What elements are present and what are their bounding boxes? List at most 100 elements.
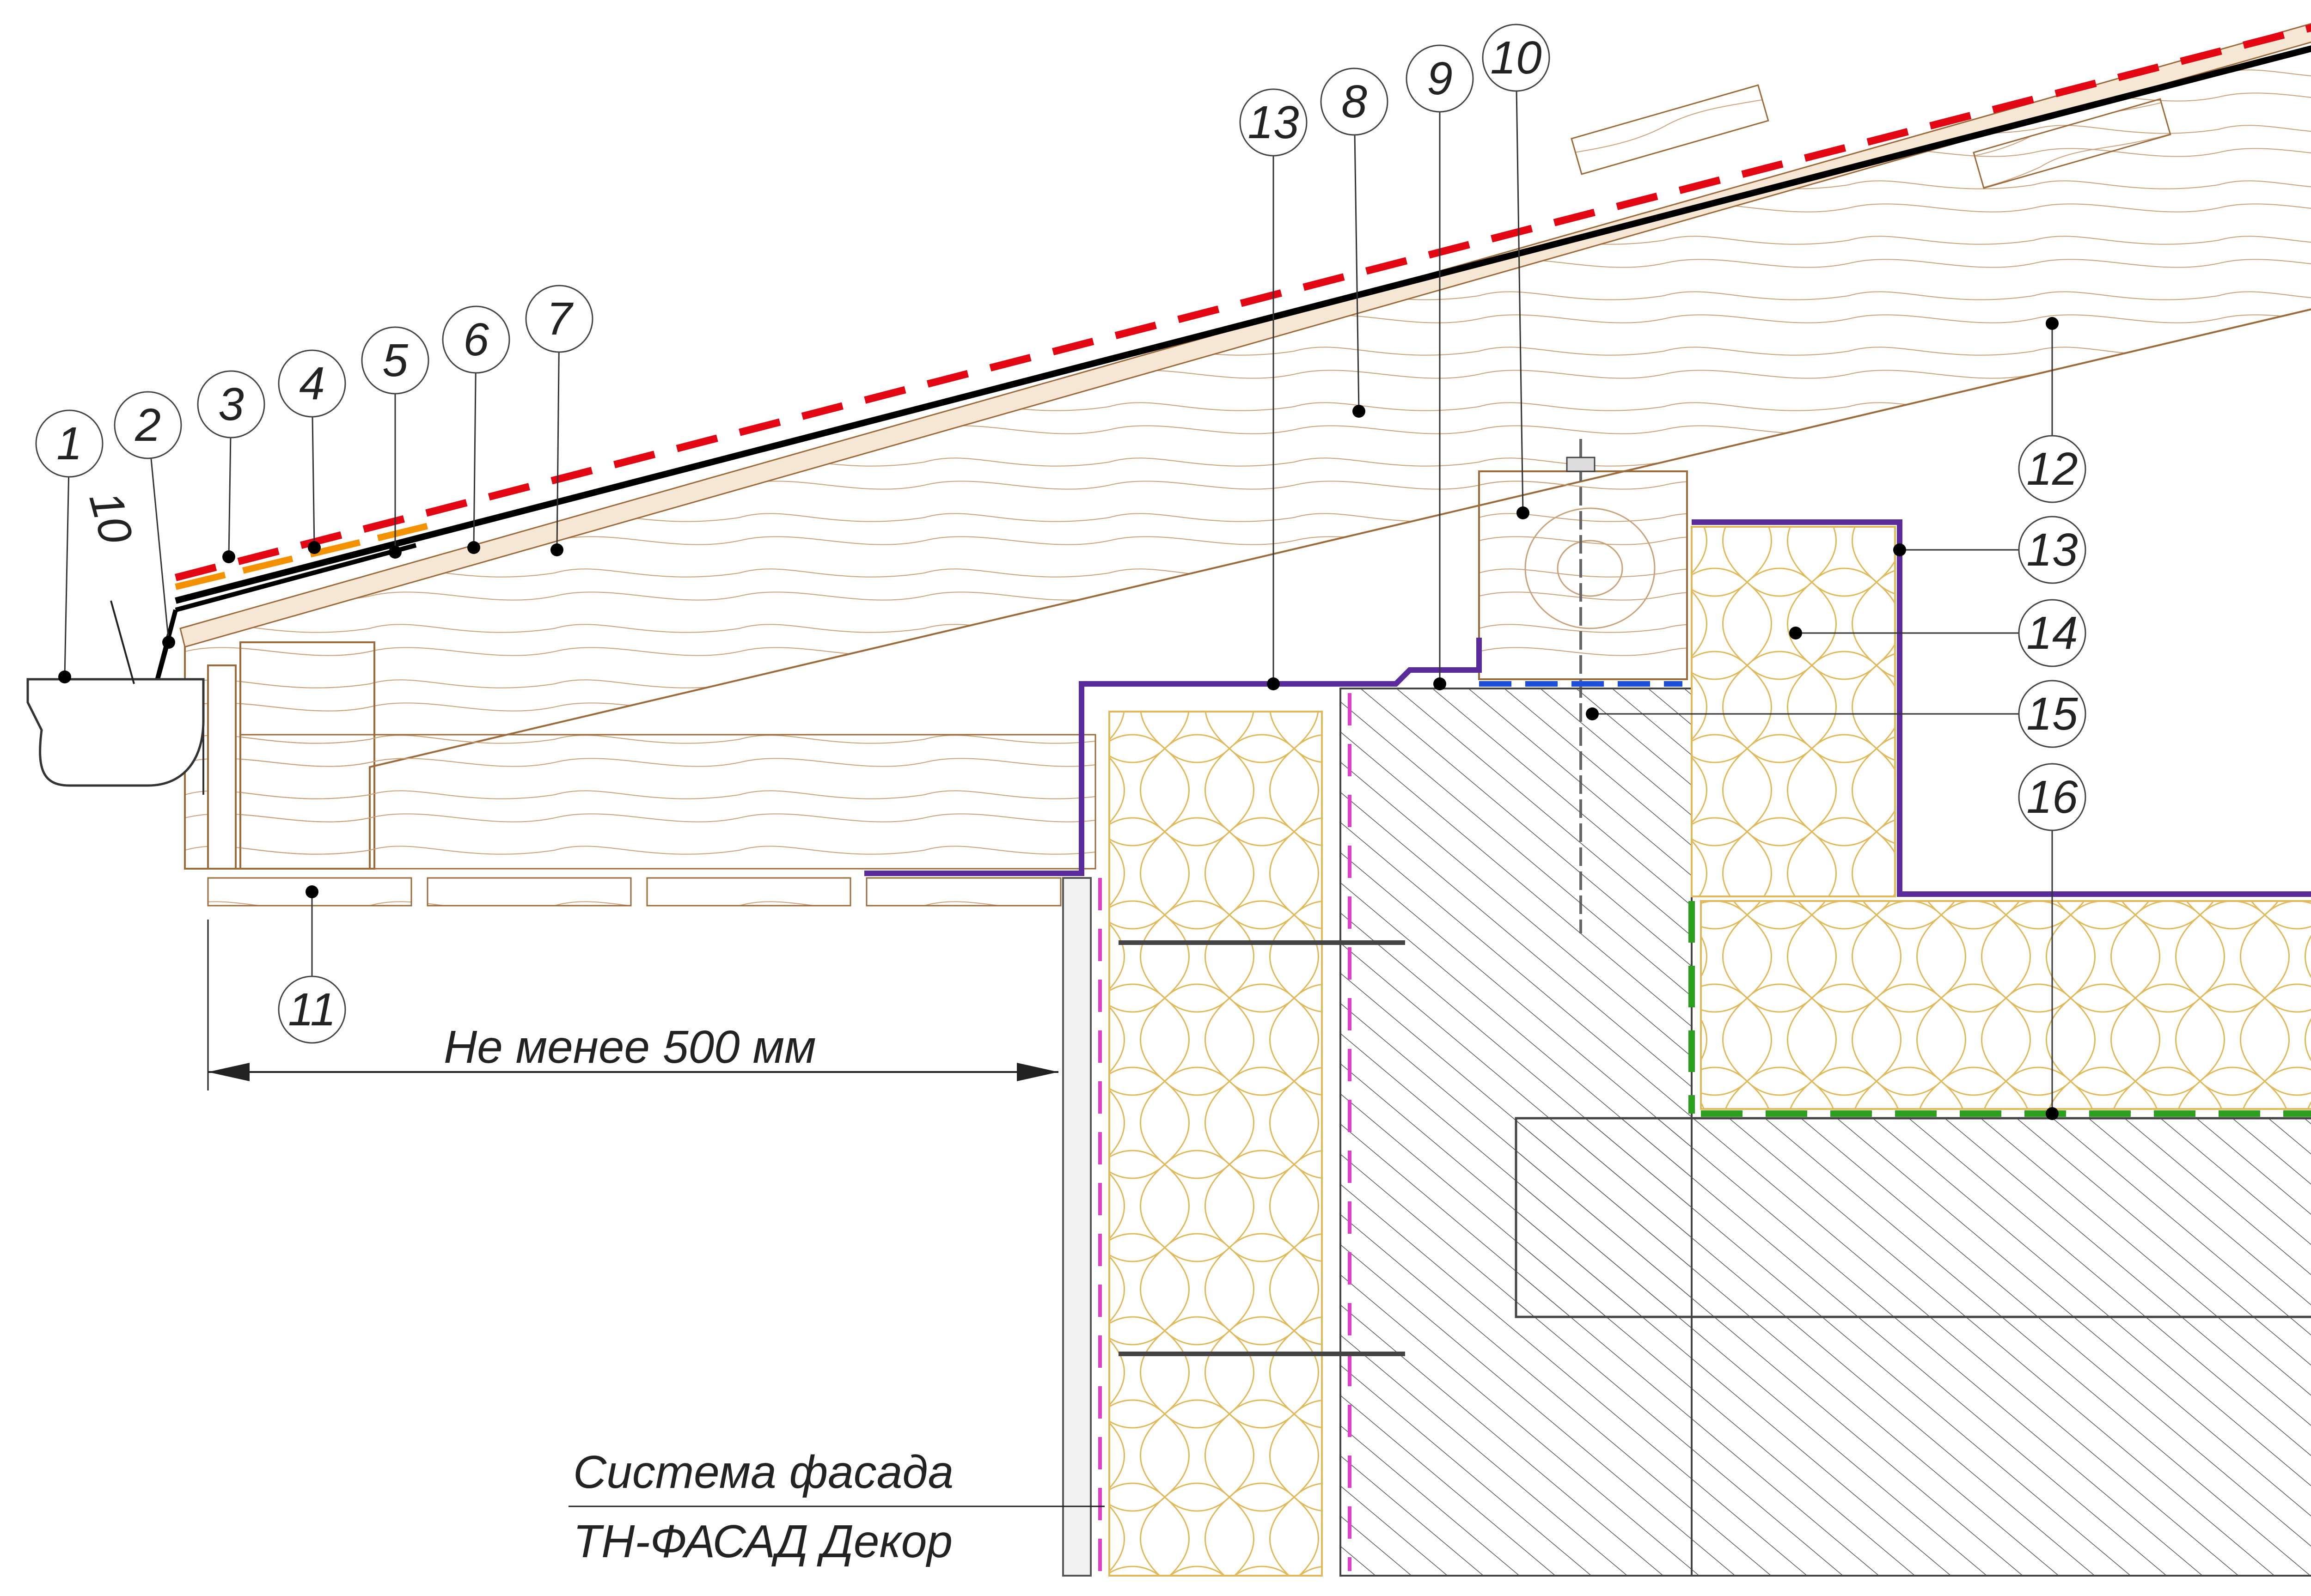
callout-dot-13a — [1267, 677, 1280, 690]
callout-number-15: 15 — [2026, 688, 2078, 740]
concrete-slab — [1515, 1117, 2311, 1318]
callout-number-11: 11 — [288, 984, 336, 1036]
callout-leader-6 — [473, 339, 477, 548]
callout-bubble-11 — [278, 975, 346, 1044]
callout-10: 10 — [1482, 24, 1550, 519]
callout-bubble-16 — [2018, 763, 2086, 831]
underlayment-black — [175, 45, 2311, 604]
callout-number-9: 9 — [1427, 53, 1453, 104]
callout-bubble-14 — [2018, 599, 2086, 667]
gutter — [26, 678, 205, 795]
callout-bubble-15 — [2018, 680, 2086, 748]
soffit-board-3 — [646, 877, 851, 907]
callout-dot-13b — [1893, 543, 1906, 556]
callout-number-7: 7 — [546, 293, 574, 345]
callout-bubble-1 — [35, 409, 104, 478]
callout-bubble-7 — [525, 285, 593, 353]
callout-bubble-8 — [1320, 67, 1388, 136]
callout-number-13b: 13 — [2026, 524, 2078, 576]
drip-edge-black — [175, 543, 417, 612]
soffit-board-2 — [427, 877, 632, 907]
dimension-arrow-right — [1017, 1063, 1058, 1081]
soffit-board-4 — [866, 877, 1062, 907]
callout-number-12: 12 — [2026, 443, 2078, 495]
callout-6: 6 — [442, 305, 510, 554]
concrete-slab-lower — [1691, 1316, 2311, 1577]
callout-14: 14 — [1789, 599, 2086, 667]
fascia-board — [207, 664, 237, 870]
facade-system-caption-1: Система фасада — [573, 1446, 954, 1498]
wall-top-insulation — [1691, 526, 1896, 897]
callout-dot-6 — [467, 541, 480, 554]
callout-15: 15 — [1586, 680, 2086, 748]
callout-number-8: 8 — [1341, 76, 1367, 128]
callout-dot-12 — [2046, 317, 2059, 330]
callout-dot-9 — [1433, 677, 1446, 690]
callout-dot-8 — [1352, 405, 1365, 418]
dimension-arrow-left — [208, 1063, 250, 1081]
slope-dim-arrow — [110, 600, 135, 684]
wall-plate-beam — [1478, 470, 1688, 680]
callout-number-3: 3 — [218, 378, 244, 430]
callout-dot-7 — [550, 543, 563, 556]
callout-11: 11 — [278, 885, 346, 1044]
callout-number-14: 14 — [2026, 607, 2078, 659]
callout-bubble-2 — [114, 391, 182, 459]
callout-number-1: 1 — [56, 418, 82, 469]
callout-bubble-10 — [1482, 24, 1550, 92]
roof-structure — [179, 23, 2311, 933]
callout-leader-1 — [64, 443, 70, 677]
wall-plate-core — [1557, 540, 1623, 597]
callout-number-4: 4 — [299, 358, 325, 409]
callout-bubble-9 — [1406, 44, 1474, 113]
wall-plate-growth-rings — [1524, 507, 1656, 629]
callout-bubble-12 — [2018, 435, 2086, 503]
callout-dot-10 — [1516, 506, 1529, 519]
callout-13a: 13 — [1239, 88, 1308, 690]
callout-number-2: 2 — [135, 399, 161, 451]
ceiling-joist — [239, 734, 1096, 870]
callout-number-10: 10 — [1490, 32, 1541, 84]
callout-4: 4 — [278, 349, 346, 554]
callout-dot-14 — [1789, 627, 1802, 640]
callout-3: 3 — [197, 370, 265, 563]
callout-number-5: 5 — [382, 335, 408, 386]
callout-number-13a: 13 — [1247, 97, 1299, 148]
callout-number-6: 6 — [463, 314, 489, 365]
callout-dot-16 — [2046, 1107, 2059, 1120]
facade-insulation — [1108, 711, 1323, 1577]
callout-dot-5 — [389, 546, 402, 559]
callout-leader-10 — [1515, 57, 1524, 513]
batten-2 — [1973, 98, 2171, 189]
overhang-dimension-text: Не менее 500 мм — [444, 1021, 816, 1073]
callout-bubble-13b — [2018, 516, 2086, 584]
callout-dot-2 — [162, 636, 175, 649]
wall-and-slab — [1062, 526, 2311, 1577]
callout-dot-15 — [1586, 707, 1599, 720]
callout-13b: 13 — [1893, 516, 2086, 584]
facade-system-caption-2: ТН-ФАСАД Декор — [573, 1516, 953, 1567]
dimensions: Не менее 500 мм 10 Система фасада ТН-ФАС… — [79, 486, 1105, 1567]
bolt-washer — [1566, 457, 1596, 472]
callout-9: 9 — [1406, 44, 1474, 690]
vapor-barrier-line-right — [1692, 519, 2311, 897]
callout-8: 8 — [1320, 67, 1388, 418]
callout-leader-7 — [556, 318, 560, 550]
slope-dimension-text: 10 — [79, 486, 143, 549]
callout-dot-11 — [306, 885, 318, 898]
callout-dot-3 — [222, 550, 235, 563]
eave-membrane-orange — [175, 519, 445, 590]
callout-16: 16 — [2018, 763, 2086, 1120]
soffit-board-1 — [207, 877, 412, 907]
gutter-profile — [26, 678, 205, 787]
callout-5: 5 — [361, 326, 429, 559]
callout-2: 2 — [114, 391, 182, 649]
callout-bubble-4 — [278, 349, 346, 418]
callout-leader-8 — [1353, 101, 1360, 412]
attic-insulation — [1700, 900, 2311, 1110]
sheathing-board — [179, 23, 2311, 648]
callout-bubble-5 — [361, 326, 429, 395]
callout-bubble-13a — [1239, 88, 1308, 157]
